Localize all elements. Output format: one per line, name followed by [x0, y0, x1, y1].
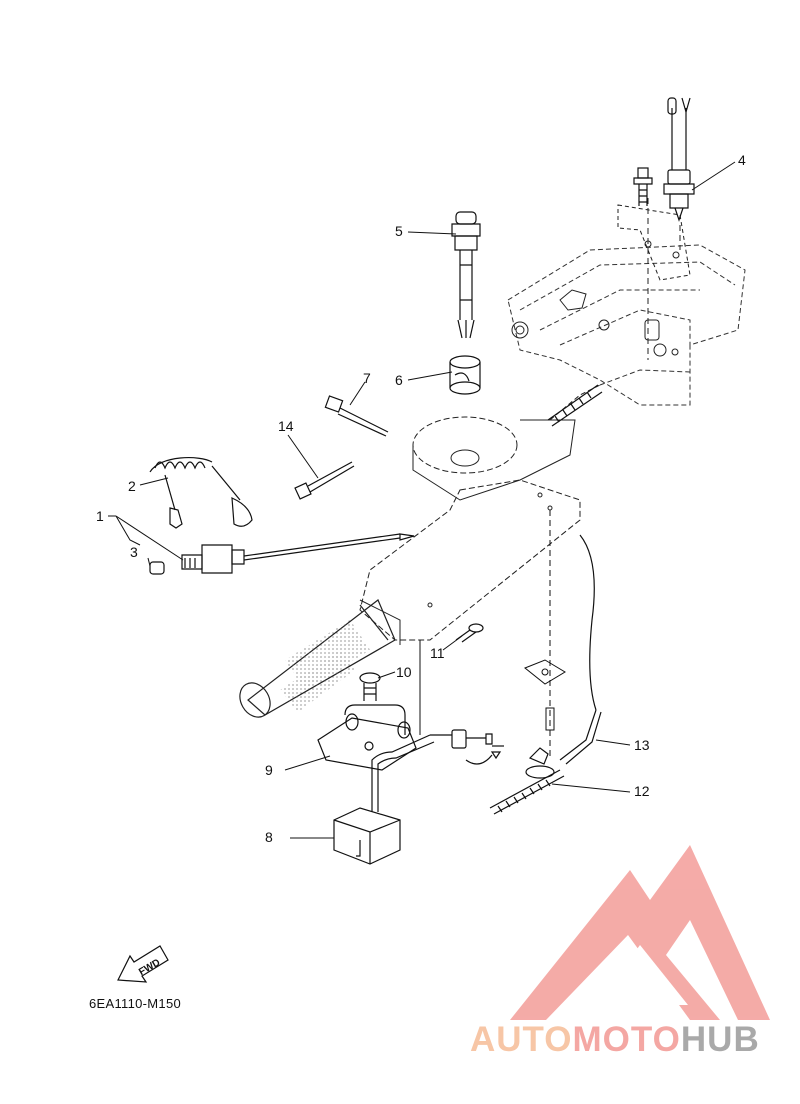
fwd-label: FWD — [137, 957, 162, 978]
corrugated-tube-part-12 — [489, 747, 565, 815]
grommet-part-6 — [449, 355, 481, 395]
part-code: 6EA1110-M150 — [89, 996, 182, 1011]
brand-part-moto: MOTO — [572, 1020, 681, 1059]
callout-2: 2 — [128, 478, 136, 494]
callout-9: 9 — [265, 762, 273, 778]
callout-12: 12 — [634, 783, 650, 799]
callout-13: 13 — [634, 737, 650, 753]
steering-handle — [359, 384, 601, 645]
callout-8: 8 — [265, 829, 273, 845]
lanyard-part-2 — [149, 457, 253, 529]
callout-4: 4 — [738, 152, 746, 168]
callout-3: 3 — [130, 544, 138, 560]
throttle-grip — [239, 599, 396, 718]
callout-1: 1 — [96, 508, 104, 524]
brand-part-hub: HUB — [680, 1020, 760, 1059]
bolt-part-10 — [359, 672, 381, 701]
module-part-8 — [333, 734, 435, 865]
callout-14: 14 — [278, 418, 294, 434]
fwd-arrow-icon: FWD — [117, 945, 169, 983]
switch-part-5 — [451, 211, 481, 339]
callout-7: 7 — [363, 370, 371, 386]
brand-part-auto: AUTO — [470, 1020, 573, 1059]
cable-tie-part-14 — [294, 461, 355, 500]
callouts: 1 2 3 4 5 6 7 8 9 10 11 12 13 14 — [96, 152, 746, 845]
stop-switch-part-1 — [181, 533, 415, 574]
mount-plate — [419, 510, 566, 760]
engine-bracket-details — [511, 198, 691, 360]
callout-10: 10 — [396, 664, 412, 680]
bolt-part-4 — [633, 167, 653, 206]
cable-tie-part-7 — [324, 395, 389, 437]
threaded-rod — [547, 384, 603, 427]
clip-part-3 — [149, 561, 165, 575]
holder-part-9 — [317, 704, 417, 771]
leader-lines — [108, 161, 736, 839]
callout-11: 11 — [430, 645, 445, 661]
callout-6: 6 — [395, 372, 403, 388]
watermark-brand: AUTOMOTOHUB — [470, 1020, 760, 1060]
harness-part-13 — [559, 534, 602, 765]
screw-part-11 — [455, 623, 484, 643]
callout-5: 5 — [395, 223, 403, 239]
connector — [430, 729, 504, 765]
engine-bracket — [507, 244, 746, 406]
watermark-logo-icon — [510, 845, 770, 1020]
switch-part-4 — [663, 97, 695, 222]
